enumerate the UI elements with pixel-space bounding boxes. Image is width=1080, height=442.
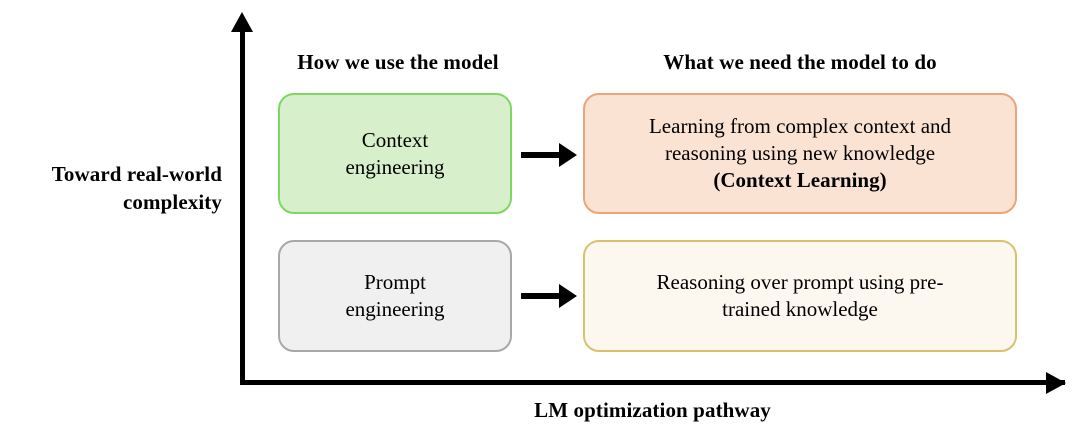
box-context-learning[interactable]: Learning from complex context and reason… bbox=[583, 93, 1017, 214]
box-context-learning-line2: reasoning using new knowledge bbox=[664, 141, 936, 165]
x-axis-arrow-icon bbox=[1046, 372, 1066, 394]
box-context-engineering-line2: engineering bbox=[345, 154, 445, 179]
y-axis-line bbox=[240, 25, 245, 385]
box-context-learning-emphasis: (Context Learning) bbox=[713, 168, 887, 192]
box-prompt-engineering[interactable]: Prompt engineering bbox=[278, 240, 512, 352]
connector-arrow-prompt-shaft bbox=[521, 293, 561, 299]
box-prompt-engineering-text: Prompt engineering bbox=[345, 269, 444, 323]
connector-arrow-context-icon bbox=[521, 143, 577, 167]
box-prompt-engineering-line1: Prompt bbox=[364, 270, 426, 294]
box-context-learning-line1: Learning from complex context and bbox=[648, 114, 952, 138]
box-prompt-reasoning[interactable]: Reasoning over prompt using pre- trained… bbox=[583, 240, 1017, 352]
y-axis-label-line2: complexity bbox=[123, 190, 222, 214]
box-context-engineering-line1: Context bbox=[361, 127, 429, 152]
box-prompt-reasoning-line1: Reasoning over prompt using pre- bbox=[656, 270, 944, 294]
connector-arrow-context-shaft bbox=[521, 152, 561, 158]
x-axis-label: LM optimization pathway bbox=[534, 398, 771, 422]
connector-arrow-prompt-head bbox=[559, 284, 577, 308]
box-context-engineering-text: Context engineering bbox=[345, 127, 444, 181]
x-axis-line bbox=[240, 380, 1065, 385]
box-context-learning-text: Learning from complex context and reason… bbox=[649, 113, 951, 194]
y-axis-label-line1: Toward real-world bbox=[51, 162, 222, 186]
box-context-engineering[interactable]: Context engineering bbox=[278, 93, 512, 214]
connector-arrow-prompt-icon bbox=[521, 284, 577, 308]
connector-arrow-context-head bbox=[559, 143, 577, 167]
y-axis-arrow-icon bbox=[231, 12, 253, 32]
y-axis-label: Toward real-world complexity bbox=[0, 160, 222, 216]
box-prompt-reasoning-line2: trained knowledge bbox=[722, 297, 878, 321]
column-header-how-we-use: How we use the model bbox=[297, 50, 499, 74]
box-prompt-reasoning-text: Reasoning over prompt using pre- trained… bbox=[657, 269, 944, 323]
column-header-what-we-need: What we need the model to do bbox=[663, 50, 937, 74]
box-prompt-engineering-line2: engineering bbox=[345, 297, 445, 321]
